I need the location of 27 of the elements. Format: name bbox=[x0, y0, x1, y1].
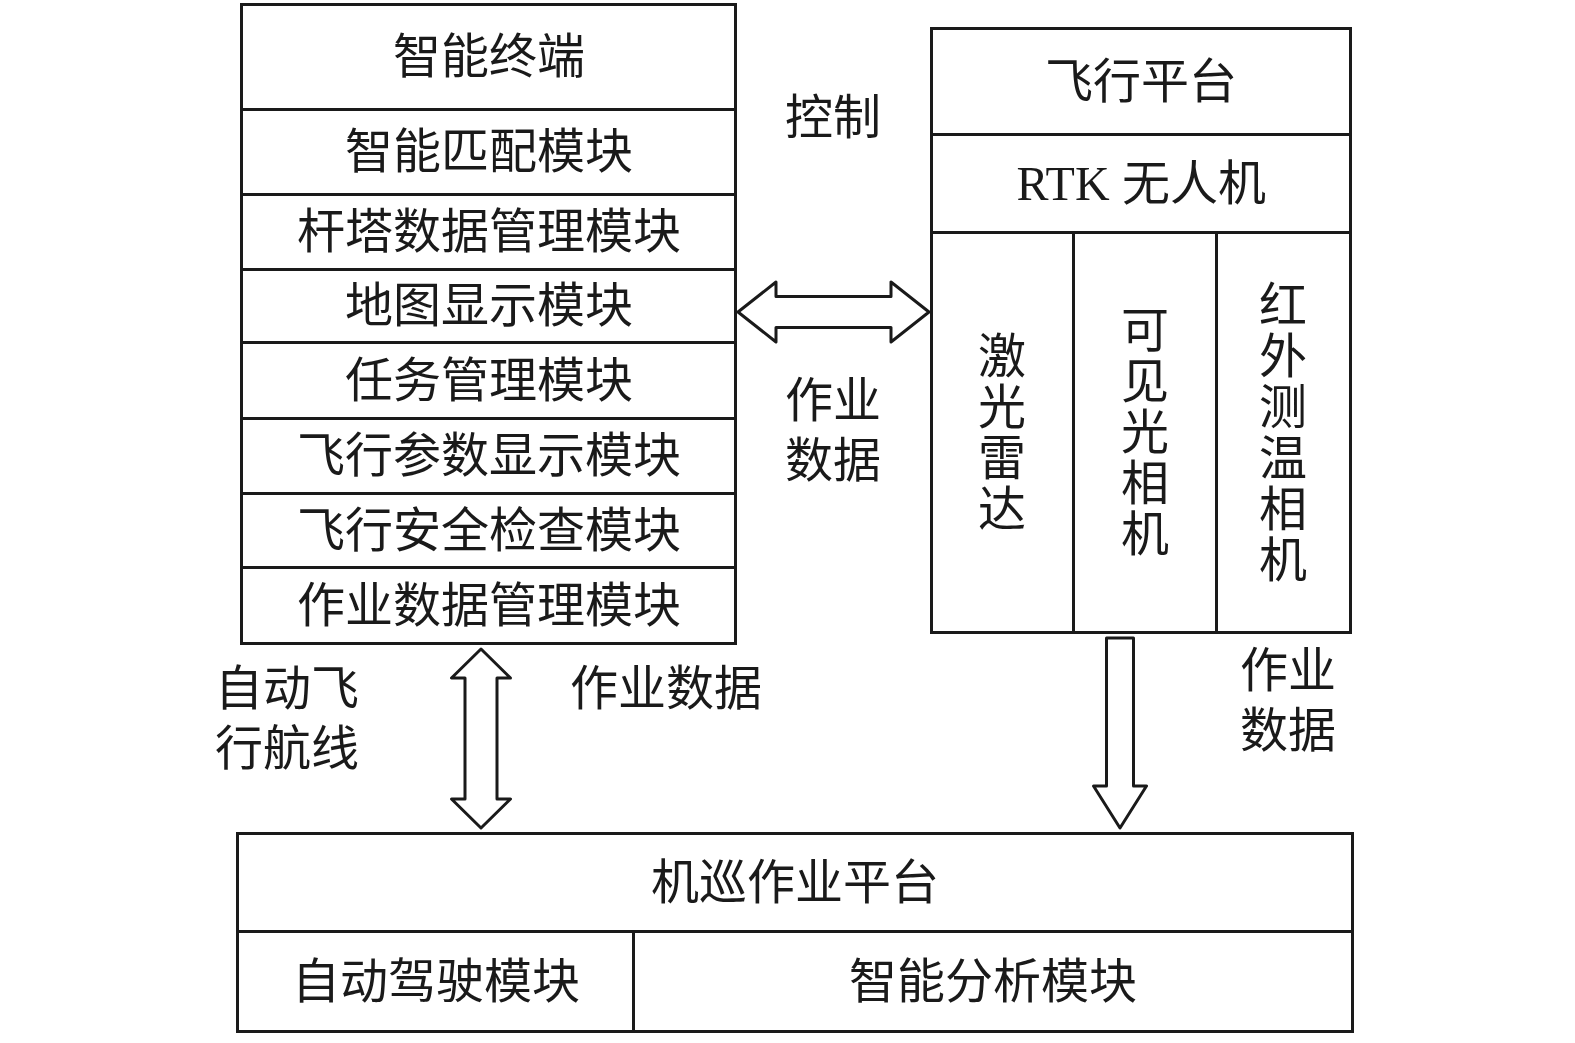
double-arrow bbox=[450, 647, 512, 830]
module-row: 飞行参数显示模块 bbox=[243, 417, 734, 492]
system-box bbox=[240, 3, 737, 645]
system-box bbox=[930, 27, 1352, 634]
module-row: 任务管理模块 bbox=[243, 341, 734, 417]
edge-label: 作业数据 bbox=[1240, 643, 1337, 759]
module-row: 杆塔数据管理模块 bbox=[243, 193, 734, 268]
sensor-column: 激光雷达 bbox=[933, 231, 1072, 631]
module-row: 智能匹配模块 bbox=[243, 108, 734, 193]
module-row: 飞行安全检查模块 bbox=[243, 492, 734, 566]
module-row: 自动驾驶模块 bbox=[239, 930, 632, 1030]
sensor-column: 可见光相机 bbox=[1072, 231, 1215, 631]
box-heading: 飞行平台 bbox=[1045, 57, 1237, 106]
box-heading: 智能终端 bbox=[392, 33, 585, 81]
arrow-label: 作业数据 bbox=[570, 664, 762, 714]
module-row: RTK 无人机 bbox=[933, 133, 1349, 231]
system-box bbox=[236, 832, 1354, 1033]
module-row: 作业数据管理模块 bbox=[243, 566, 734, 642]
sensor-column: 红外测温相机 bbox=[1215, 231, 1349, 631]
module-row: 地图显示模块 bbox=[243, 268, 734, 341]
block-arrow bbox=[1092, 636, 1148, 830]
box-heading: 机巡作业平台 bbox=[651, 858, 939, 907]
double-arrow bbox=[736, 280, 931, 344]
module-row: 智能分析模块 bbox=[632, 930, 1351, 1030]
edge-label: 自动飞行航线 bbox=[215, 661, 360, 777]
edge-label: 控制 bbox=[785, 93, 881, 143]
arrow-label: 作业数据 bbox=[785, 373, 882, 489]
